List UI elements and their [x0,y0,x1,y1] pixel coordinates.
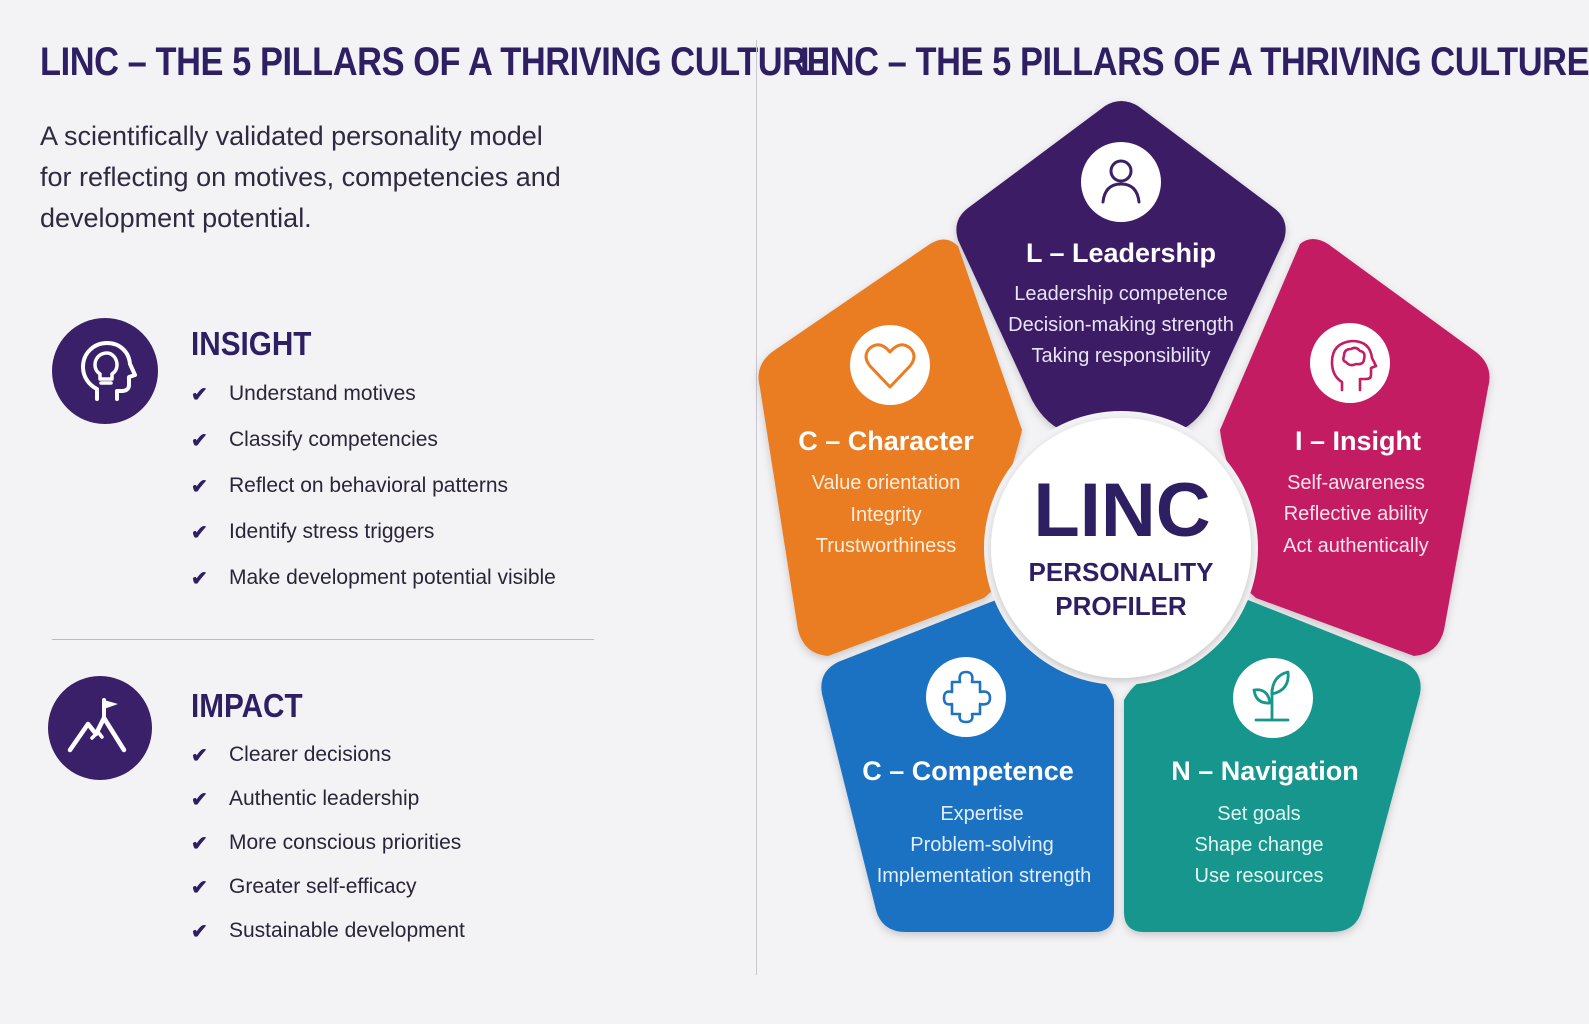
check-icon: ✔ [191,920,208,943]
pillar-character: C – Character Value orientation Integrit… [798,325,974,557]
pillar-item: Act authentically [1283,535,1429,557]
pillar-title: N – Navigation [1171,756,1359,786]
pillar-item: Taking responsibility [1032,345,1211,367]
pillar-insight: I – Insight Self-awareness Reflective ab… [1283,323,1429,557]
pillar-item: Reflective ability [1284,503,1429,525]
pillar-leadership: L – Leadership Leadership competence Dec… [1008,142,1234,367]
intro-line: A scientifically validated personality m… [40,121,543,151]
list-item-text: Clearer decisions [229,743,392,766]
check-icon: ✔ [191,567,208,590]
list-item: ✔ Identify stress triggers [191,509,556,555]
check-icon: ✔ [191,788,208,811]
pillar-item: Integrity [850,504,921,526]
check-icon: ✔ [191,383,208,406]
puzzle-icon-glyph [942,670,992,724]
intro-line: development potential. [40,203,312,233]
pillar-item: Decision-making strength [1008,314,1234,336]
pillar-item: Leadership competence [1014,283,1227,305]
list-item-text: More conscious priorities [229,831,462,854]
pillar-title: L – Leadership [1026,238,1216,268]
center-subtitle-line: PERSONALITY [1029,557,1214,587]
center-subtitle-line: PROFILER [1055,591,1187,621]
vertical-divider [756,40,757,975]
brain-head-icon [1310,323,1390,403]
section-divider [52,639,594,640]
list-item-text: Authentic leadership [229,787,420,810]
check-icon: ✔ [191,876,208,899]
insight-heading: INSIGHT [191,325,312,362]
heart-icon-glyph [864,343,916,389]
pillar-segment-navigation [1124,600,1421,932]
list-item: ✔ Sustainable development [191,909,465,953]
check-icon: ✔ [191,832,208,855]
pillar-segment-leadership [956,101,1286,434]
pillar-item: Use resources [1195,865,1324,887]
list-item: ✔ Understand motives [191,371,556,417]
impact-list: ✔ Clearer decisions ✔ Authentic leadership… [191,733,465,953]
mountain-flag-icon [48,676,152,780]
check-icon: ✔ [191,521,208,544]
brain-head-icon-glyph [1330,339,1378,392]
pillar-title: C – Character [798,426,974,456]
sprout-icon-glyph [1252,670,1290,722]
pillar-item: Self-awareness [1287,472,1425,494]
check-icon: ✔ [191,429,208,452]
list-item-text: Reflect on behavioral patterns [229,474,508,497]
right-title: LINC – THE 5 PILLARS OF A THRIVING CULTU… [800,40,1589,84]
person-icon-glyph [1101,159,1141,204]
pillar-title: C – Competence [862,756,1074,786]
list-item-text: Classify competencies [229,428,438,451]
list-item-text: Make development potential visible [229,566,556,589]
pillar-item: Trustworthiness [816,535,956,557]
pillar-competence: C – Competence Expertise Problem-solving… [862,657,1091,887]
list-item: ✔ Clearer decisions [191,733,465,777]
list-item: ✔ Reflect on behavioral patterns [191,463,556,509]
pillar-segment-character [758,239,1022,657]
pillar-navigation: N – Navigation Set goals Shape change Us… [1171,658,1359,887]
head-lightbulb-icon [52,318,158,424]
list-item-text: Understand motives [229,382,416,405]
list-item: ✔ Greater self-efficacy [191,865,465,909]
insight-list: ✔ Understand motives ✔ Classify competenci… [191,371,556,601]
pillar-item: Value orientation [812,472,961,494]
list-item: ✔ Make development potential visible [191,555,556,601]
left-title: LINC – THE 5 PILLARS OF A THRIVING CULTU… [40,40,830,84]
center-circle [991,418,1251,678]
list-item: ✔ Authentic leadership [191,777,465,821]
list-item-text: Identify stress triggers [229,520,435,543]
pillar-item: Expertise [940,803,1023,825]
list-item: ✔ More conscious priorities [191,821,465,865]
puzzle-icon [926,657,1006,737]
list-item-text: Sustainable development [229,919,465,942]
intro-line: for reflecting on motives, competencies … [40,162,561,192]
pillar-segment-competence [821,600,1114,932]
pillar-segment-insight [1220,239,1490,656]
check-icon: ✔ [191,475,208,498]
pillar-title: I – Insight [1295,426,1421,456]
check-icon: ✔ [191,744,208,767]
list-item: ✔ Classify competencies [191,417,556,463]
intro-text: A scientifically validated personality m… [40,116,600,239]
pillar-item: Implementation strength [877,865,1092,887]
pillar-item: Set goals [1217,803,1300,825]
pillar-item: Shape change [1194,834,1323,856]
center-title: LINC [1033,468,1210,553]
list-item-text: Greater self-efficacy [229,875,417,898]
linc-pentagon-diagram: LINC PERSONALITY PROFILER L – Leadership… [758,101,1490,932]
pillar-item: Problem-solving [910,834,1053,856]
impact-heading: IMPACT [191,687,303,724]
heart-icon [850,325,930,405]
